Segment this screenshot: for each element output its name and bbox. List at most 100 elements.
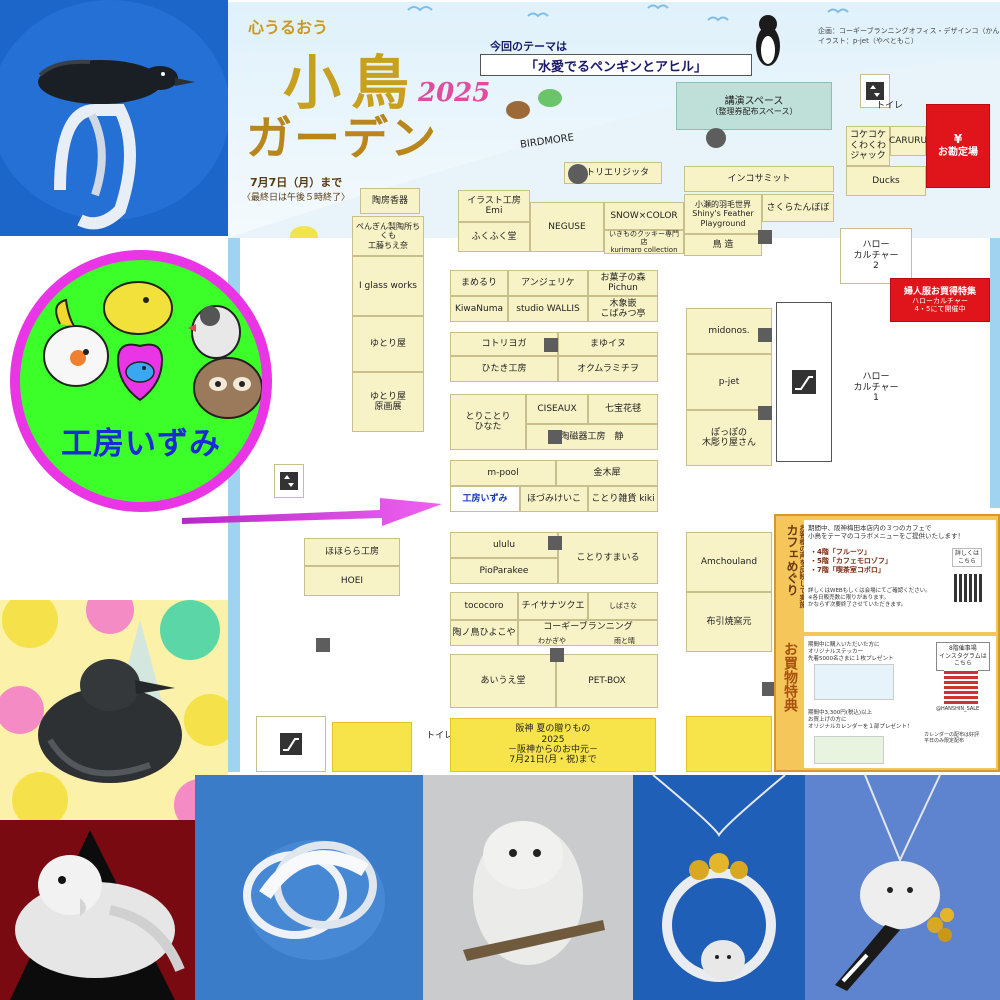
booth-nunobiki: 布引焼窯元 (686, 592, 772, 652)
booth-hoei: HOEI (304, 566, 400, 596)
shop-title: お買物特典 (782, 642, 798, 712)
booth-inkosummit: インコサミット (684, 166, 834, 192)
escalator-icon (792, 370, 816, 394)
booth-toritori: とりことり ひなた (450, 394, 526, 450)
booth-ducks: Ducks (846, 166, 926, 196)
event-title-main-2: ガーデン (246, 111, 438, 165)
wreath-pendant-illustration (633, 775, 805, 1000)
event-title-small: 心うるおう (248, 18, 329, 37)
event-dates-note: 〈最終日は午後５時終了〉 (242, 193, 351, 203)
booth-okumura: オクムラミチヲ (558, 356, 658, 382)
booth-okashi: お菓子の森 Pichun (588, 270, 658, 296)
booth-petbox: PET-BOX (556, 654, 658, 708)
cafe-note: 詳しくはWEBもしくは会場にてご確認ください。 ※各日販売数に限りがあります。 … (808, 588, 931, 608)
booth-wakaya: わかぎや (538, 637, 566, 645)
pillar-marker (548, 536, 562, 550)
booth-izumi[interactable]: 工房いずみ (450, 486, 520, 512)
booth-hozumi: ほづみけいこ (520, 486, 588, 512)
event-dates: 7月7日（月）まで (250, 176, 343, 189)
calendar-image (814, 736, 884, 764)
instagram-handle: @HANSHIN_SALE (936, 706, 980, 712)
booth-kingyo: 金木犀 (556, 460, 658, 486)
pillar-marker (762, 682, 776, 696)
booth-yutori-gen: ゆとり屋 原画展 (352, 372, 424, 432)
checkout-area[interactable]: ¥ お勘定場 (926, 104, 990, 188)
booth-shiny: 小瀬的羽毛世界 Shiny's Feather Playground (684, 194, 762, 234)
hello-culture-1: ハロー カルチャー 1 (836, 348, 916, 428)
booth-chisana: チイサナツクエ (518, 592, 588, 620)
bird-characters-illustration (43, 281, 262, 419)
elevator-left (274, 464, 304, 498)
event-year: 2025 (418, 78, 491, 108)
booth-kotori-yoga: コトリヨガ (450, 332, 558, 356)
booth-pengin: ぺんぎん製陶所ちくも 工藤ちえ奈 (352, 216, 424, 256)
escalator-icon (280, 733, 302, 755)
yen-icon: ¥ (953, 132, 963, 147)
map-water-right (990, 238, 1000, 508)
booth-kokekoke: コケコケ くわくわ ジャック (846, 126, 890, 166)
theme-label: 今回のテーマは (490, 40, 567, 53)
cafe-title: カフェめぐり (785, 524, 799, 596)
booth-sakura: さくらたんぼぼ (762, 194, 834, 222)
booth-tounotori: 陶ノ鳥ひよこや (450, 620, 518, 646)
elevator-icon (866, 82, 884, 100)
yellow-area-left (332, 722, 412, 772)
silver-ring-illustration (195, 775, 423, 1000)
toilet-label-bottom: トイレ (426, 731, 454, 741)
pillar-marker (316, 638, 330, 652)
booth-corgi: コーギーブランニング (518, 620, 658, 646)
womens-sale-sub: ハローカルチャー 4・5にて開催中 (912, 297, 968, 314)
booth-kurimaro: いきものクッキー専門店 kurimaro collection (604, 230, 684, 254)
instagram-qr-icon[interactable] (944, 670, 978, 704)
qr-code-icon[interactable] (954, 574, 982, 602)
instagram-label[interactable]: 8階催事場 インスタグラムは こちら (936, 642, 990, 671)
booth-hohorara: ほほらら工房 (304, 538, 400, 566)
booth-torizo: 鳥 造 (684, 234, 762, 256)
booth-kiwanuma: KiwaNuma (450, 296, 508, 322)
cafe-list: ・4階「フルーツ」 ・5階「カフェモロゾフ」 ・7階「喫茶室コボロ」 (810, 548, 892, 574)
crow-ring-photo (0, 600, 228, 820)
booth-caruru: CARURU (889, 126, 927, 156)
booth-fukufuku: ふくふく堂 (458, 222, 530, 252)
pillar-marker (706, 128, 726, 148)
parrot-ring-photo (0, 820, 200, 1000)
pillar-marker (758, 328, 772, 342)
event-title-main-1: 小鳥 (283, 49, 420, 117)
pillar-marker (548, 430, 562, 444)
booth-kotorisumairu: ことりすまいる (558, 532, 658, 584)
sticker-image (814, 664, 894, 700)
elevator-icon (280, 472, 298, 490)
penguin-ring-illustration (0, 0, 228, 236)
pendant-photo-blue (633, 775, 805, 1000)
pointer-arrow (182, 498, 442, 526)
cafe-subtitle: お客様の声を反映して実施 (799, 524, 807, 608)
booth-toukoushoki: 陶房香器 (360, 188, 420, 214)
womens-sale-label: 婦人服お買得特集 (903, 286, 976, 297)
booth-ululu: ululu (450, 532, 558, 558)
pendant-photo-light (805, 775, 1000, 1000)
calendar-note: カレンダーの配布は好評 平日のみ限定配布 (924, 732, 980, 745)
bird-pendant-illustration (805, 775, 1000, 1000)
booth-nanato: 雨と晴 (614, 637, 635, 645)
ring-photo-blue (195, 775, 423, 1000)
escalator-bottom (256, 716, 326, 772)
theme-box: 「水愛でるペンギンとアヒル」 (480, 54, 752, 76)
booth-atelier: アトリエリジッタ (564, 162, 662, 184)
summer-gift-area: 阪神 夏の贈りもの 2025 －阪神からのお中元－ 7月21日(月・祝)まで (450, 718, 656, 772)
womens-sale-sign: 婦人服お買得特集 ハローカルチャー 4・5にて開催中 (890, 278, 990, 322)
checkout-label: お勘定場 (938, 147, 978, 159)
toilet-label-top: トイレ (876, 101, 904, 111)
hello-culture-2: ハロー カルチャー 2 (840, 228, 912, 284)
booth-illust-emi: イラスト工房 Emi (458, 190, 530, 222)
pillar-marker (758, 230, 772, 244)
booth-shibasana: しばさな (588, 592, 658, 620)
penguin-ring-photo (0, 0, 228, 236)
pillar-marker (568, 164, 588, 184)
booth-poppo: ぽっぽの 木彫り屋さん (686, 410, 772, 466)
floor-map: 心うるおう 小鳥 ガーデン 2025 7月7日（月）まで 〈最終日は午後５時終了… (228, 2, 1000, 772)
booth-tococoro: tococoro (450, 592, 518, 620)
cafe-detail-button[interactable]: 詳しくは こちら (952, 548, 983, 567)
booth-hitaki: ひたき工房 (450, 356, 558, 382)
booth-piop: PioParakee (450, 558, 558, 584)
crow-ring-illustration (0, 600, 228, 820)
